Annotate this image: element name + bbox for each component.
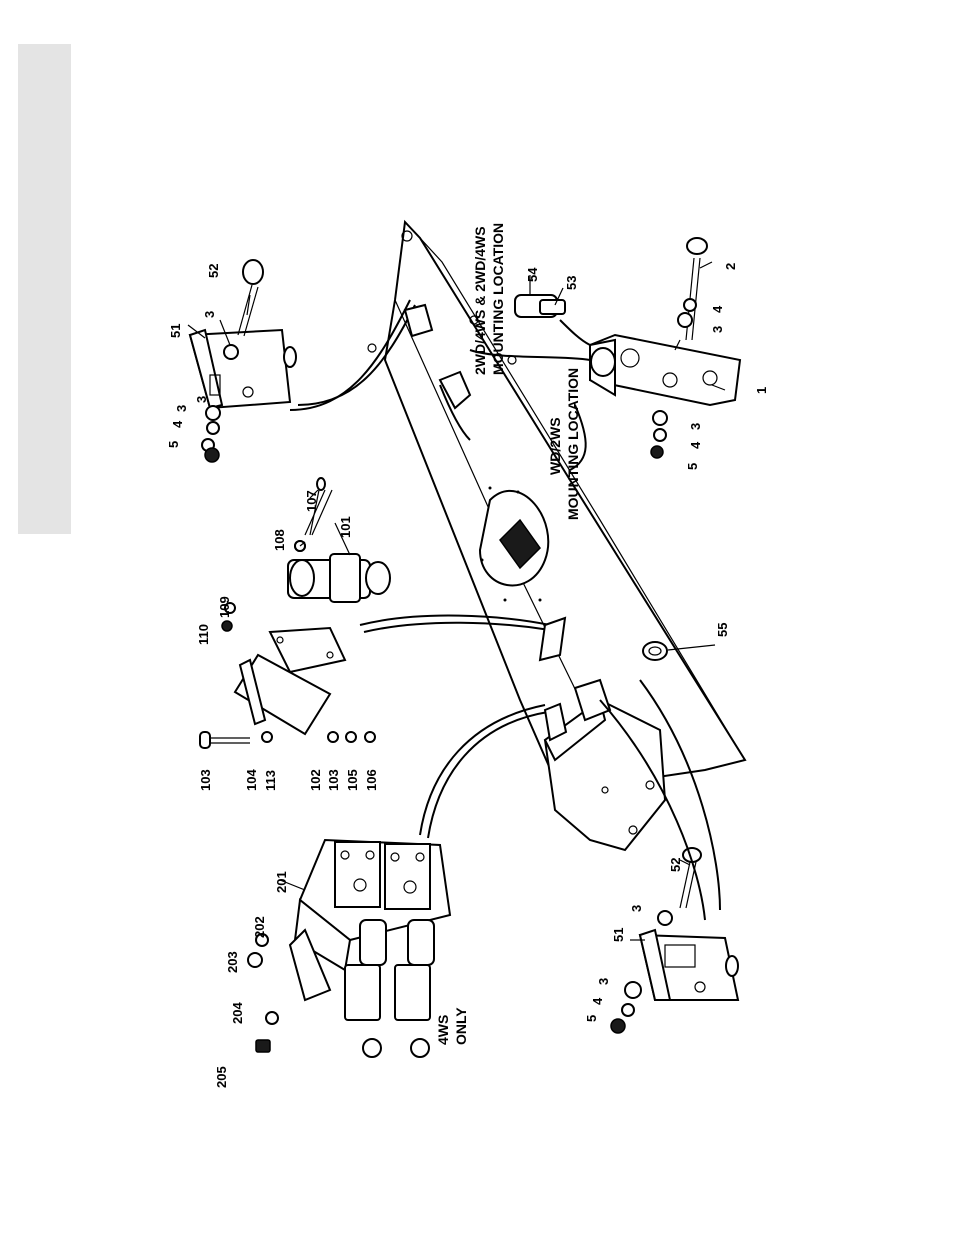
mount-note-wd-2ws-line1: WD/2WS — [547, 417, 563, 475]
mount-note-2wd-4ws-line2: MOUNTING LOCATION — [490, 223, 506, 375]
label-54: 54 — [525, 267, 540, 282]
label-51: 51 — [611, 928, 626, 942]
only-4ws-note-line2: ONLY — [453, 1007, 469, 1045]
label-101: 101 — [338, 516, 353, 538]
label-3: 3 — [194, 396, 209, 403]
label-52: 52 — [668, 858, 683, 872]
label-3: 3 — [202, 311, 217, 318]
label-2: 2 — [723, 263, 738, 270]
label-52: 52 — [206, 264, 221, 278]
plate-assembly — [235, 628, 345, 734]
label-102: 102 — [308, 769, 323, 791]
label-106: 106 — [364, 769, 379, 791]
label-105: 105 — [345, 769, 360, 791]
label-51: 51 — [168, 324, 183, 338]
label-5: 5 — [166, 441, 181, 448]
only-4ws-note-line1: 4WS — [435, 1015, 451, 1045]
label-205: 205 — [214, 1066, 229, 1088]
mount-note-2wd-4ws-line1: 2WD/4WS & 2WD/4WS — [472, 226, 488, 375]
label-3: 3 — [688, 423, 703, 430]
label-109: 109 — [217, 596, 232, 618]
label-53: 53 — [564, 276, 579, 290]
label-103: 103 — [198, 769, 213, 791]
label-108: 108 — [272, 529, 287, 551]
label-4: 4 — [170, 420, 185, 428]
label-203: 203 — [225, 951, 240, 973]
label-3: 3 — [596, 978, 611, 985]
label-4: 4 — [710, 305, 725, 313]
label-5: 5 — [584, 1015, 599, 1022]
label-107: 107 — [304, 490, 319, 512]
label-55: 55 — [715, 623, 730, 637]
label-110: 110 — [196, 624, 211, 645]
label-202: 202 — [252, 916, 267, 938]
label-204: 204 — [230, 1002, 245, 1024]
label-201: 201 — [274, 871, 289, 893]
manifold-201 — [290, 840, 450, 1057]
label-113: 113 — [263, 770, 278, 791]
label-104: 104 — [244, 769, 259, 791]
label-3: 3 — [629, 905, 644, 912]
label-1: 1 — [754, 387, 769, 394]
label-5: 5 — [685, 463, 700, 470]
label-3: 3 — [174, 405, 189, 412]
label-3: 3 — [710, 326, 725, 333]
label-4: 4 — [590, 997, 605, 1005]
label-4: 4 — [688, 441, 703, 449]
valve-block-51-bottom — [640, 930, 738, 1000]
valve-block-1 — [590, 335, 740, 405]
mount-note-wd-2ws-line2: MOUNTING LOCATION — [565, 368, 581, 520]
label-103: 103 — [326, 769, 341, 791]
